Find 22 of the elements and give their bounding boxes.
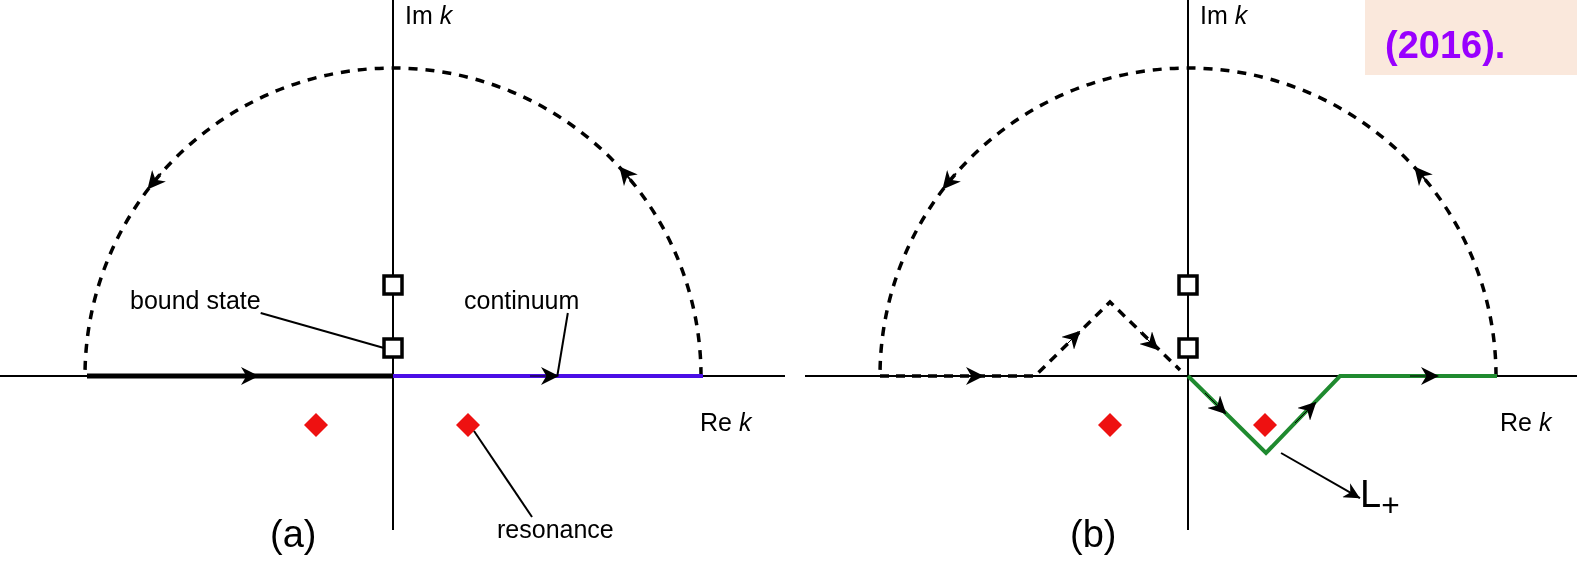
- continuum-line: [393, 367, 703, 385]
- leader-line: [556, 312, 569, 377]
- diamond-marker: [456, 413, 480, 437]
- callout-text: continuum: [464, 288, 580, 313]
- axis-label: Re k: [700, 410, 752, 435]
- contour-label: L$_{+}$: [1360, 475, 1400, 522]
- axis-label: Im k: [405, 3, 453, 28]
- square-marker: [382, 274, 404, 296]
- contour-path: [880, 299, 1497, 456]
- axis-label: Im k: [1200, 3, 1248, 28]
- arrow: [1280, 452, 1361, 500]
- panel-label: (a): [270, 515, 317, 553]
- axis-label: Re k: [1500, 410, 1552, 435]
- square-marker: [382, 337, 404, 359]
- citation-text: (2016).: [1385, 26, 1506, 64]
- leader-line: [259, 312, 385, 349]
- callout-text: bound state: [130, 288, 261, 313]
- leader-line: [473, 430, 534, 518]
- square-marker: [1177, 274, 1199, 296]
- diamond-marker: [304, 413, 328, 437]
- callout-text: resonance: [497, 517, 614, 542]
- panel-label: (b): [1070, 515, 1117, 553]
